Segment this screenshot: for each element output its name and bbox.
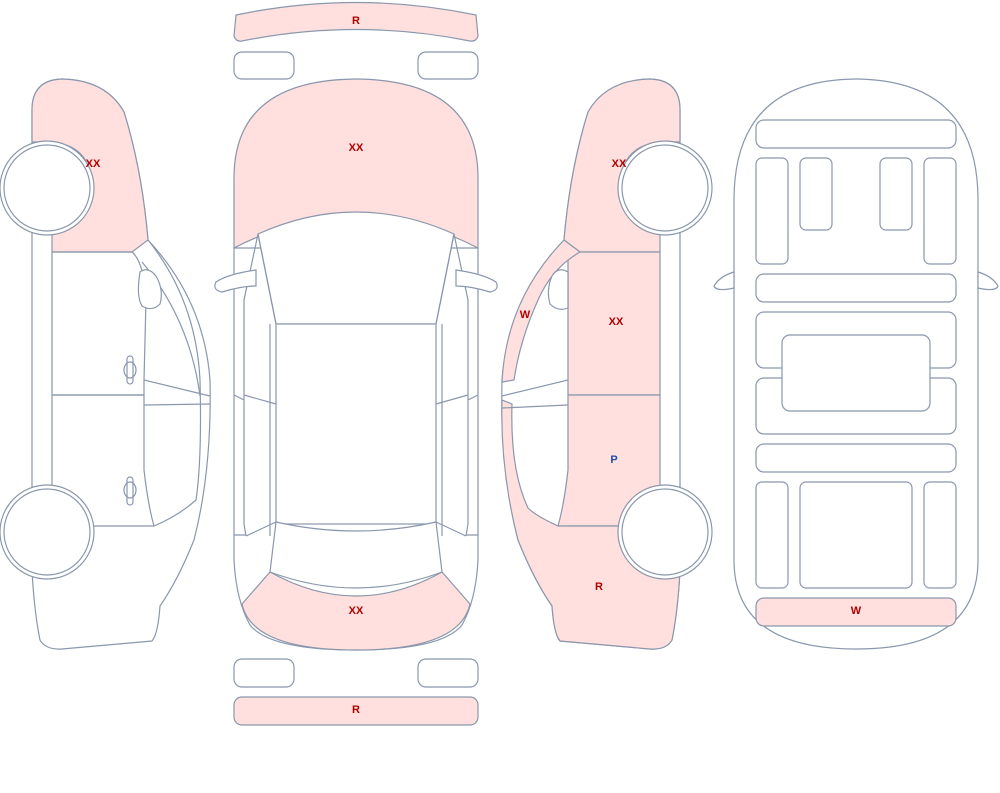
right-headlight[interactable] — [417, 51, 479, 80]
underbody-view: W — [713, 78, 999, 650]
underbody-front-left-mount[interactable] — [799, 157, 833, 231]
right-pillar-lines — [501, 379, 569, 409]
underbody-rear-panel[interactable] — [755, 597, 957, 627]
rear-window[interactable] — [269, 521, 443, 589]
right-quarter-panel-label: R — [595, 581, 603, 593]
underbody-front-bar[interactable] — [755, 119, 957, 149]
left-rocker — [233, 324, 271, 536]
left-rear-door-handle[interactable] — [126, 476, 134, 506]
windshield[interactable] — [257, 211, 455, 325]
right-mirror-side[interactable] — [547, 269, 569, 310]
right-rear-door-label: P — [610, 454, 617, 466]
underbody-front-right-mount[interactable] — [879, 157, 913, 231]
underbody-rear-left-rail[interactable] — [755, 481, 789, 589]
left-door-seam — [243, 233, 277, 537]
left-rear-wheel[interactable] — [3, 488, 91, 576]
right-rear-wheel[interactable] — [621, 488, 709, 576]
underbody-rear-label: W — [851, 605, 862, 617]
hood-label: XX — [349, 142, 364, 154]
underbody-right-mirror[interactable] — [977, 271, 999, 291]
right-mirror[interactable] — [455, 269, 498, 293]
left-mirror-side[interactable] — [137, 269, 162, 310]
front-bumper-panel[interactable] — [233, 1, 479, 42]
underbody-firewall[interactable] — [755, 273, 957, 303]
left-front-door-handle[interactable] — [126, 355, 134, 385]
right-side-line — [453, 233, 469, 537]
underbody-front-right-rail[interactable] — [923, 157, 957, 265]
left-front-fender-label: XX — [86, 158, 101, 170]
underbody-front-left-rail[interactable] — [755, 157, 789, 265]
right-front-fender-label: XX — [612, 158, 627, 170]
right-pillar-label: W — [520, 309, 531, 321]
right-side-view: XX XX P R W — [501, 78, 713, 650]
left-side-view: XX — [0, 78, 211, 650]
underbody-rear-right-rail[interactable] — [923, 481, 957, 589]
left-headlight[interactable] — [233, 51, 295, 80]
front-bumper-label: R — [352, 15, 360, 27]
underbody-center-tunnel[interactable] — [781, 334, 931, 412]
left-mirror[interactable] — [214, 269, 257, 293]
right-quarter-panel[interactable] — [501, 399, 681, 650]
rear-bumper-label: R — [352, 704, 360, 716]
left-front-handle-ring — [123, 361, 137, 379]
right-door-seam — [435, 233, 469, 537]
right-front-wheel[interactable] — [621, 144, 709, 232]
left-side-line — [243, 233, 259, 537]
underbody-left-mirror[interactable] — [713, 271, 735, 291]
top-view: R XX XX R — [214, 1, 498, 726]
underbody-rear-crossmember[interactable] — [755, 443, 957, 473]
left-window-line — [147, 239, 202, 527]
right-rocker — [441, 324, 479, 536]
rear-deck-panel[interactable] — [241, 571, 471, 651]
rear-deck-label: XX — [349, 605, 364, 617]
left-taillight[interactable] — [233, 658, 295, 688]
left-front-wheel[interactable] — [3, 144, 91, 232]
left-rear-handle-ring — [123, 481, 137, 499]
underbody-trunk-floor[interactable] — [799, 481, 913, 589]
right-taillight[interactable] — [417, 658, 479, 688]
rear-bumper-panel[interactable] — [233, 696, 479, 726]
right-front-door-label: XX — [609, 316, 624, 328]
roof-panel[interactable] — [275, 323, 437, 525]
